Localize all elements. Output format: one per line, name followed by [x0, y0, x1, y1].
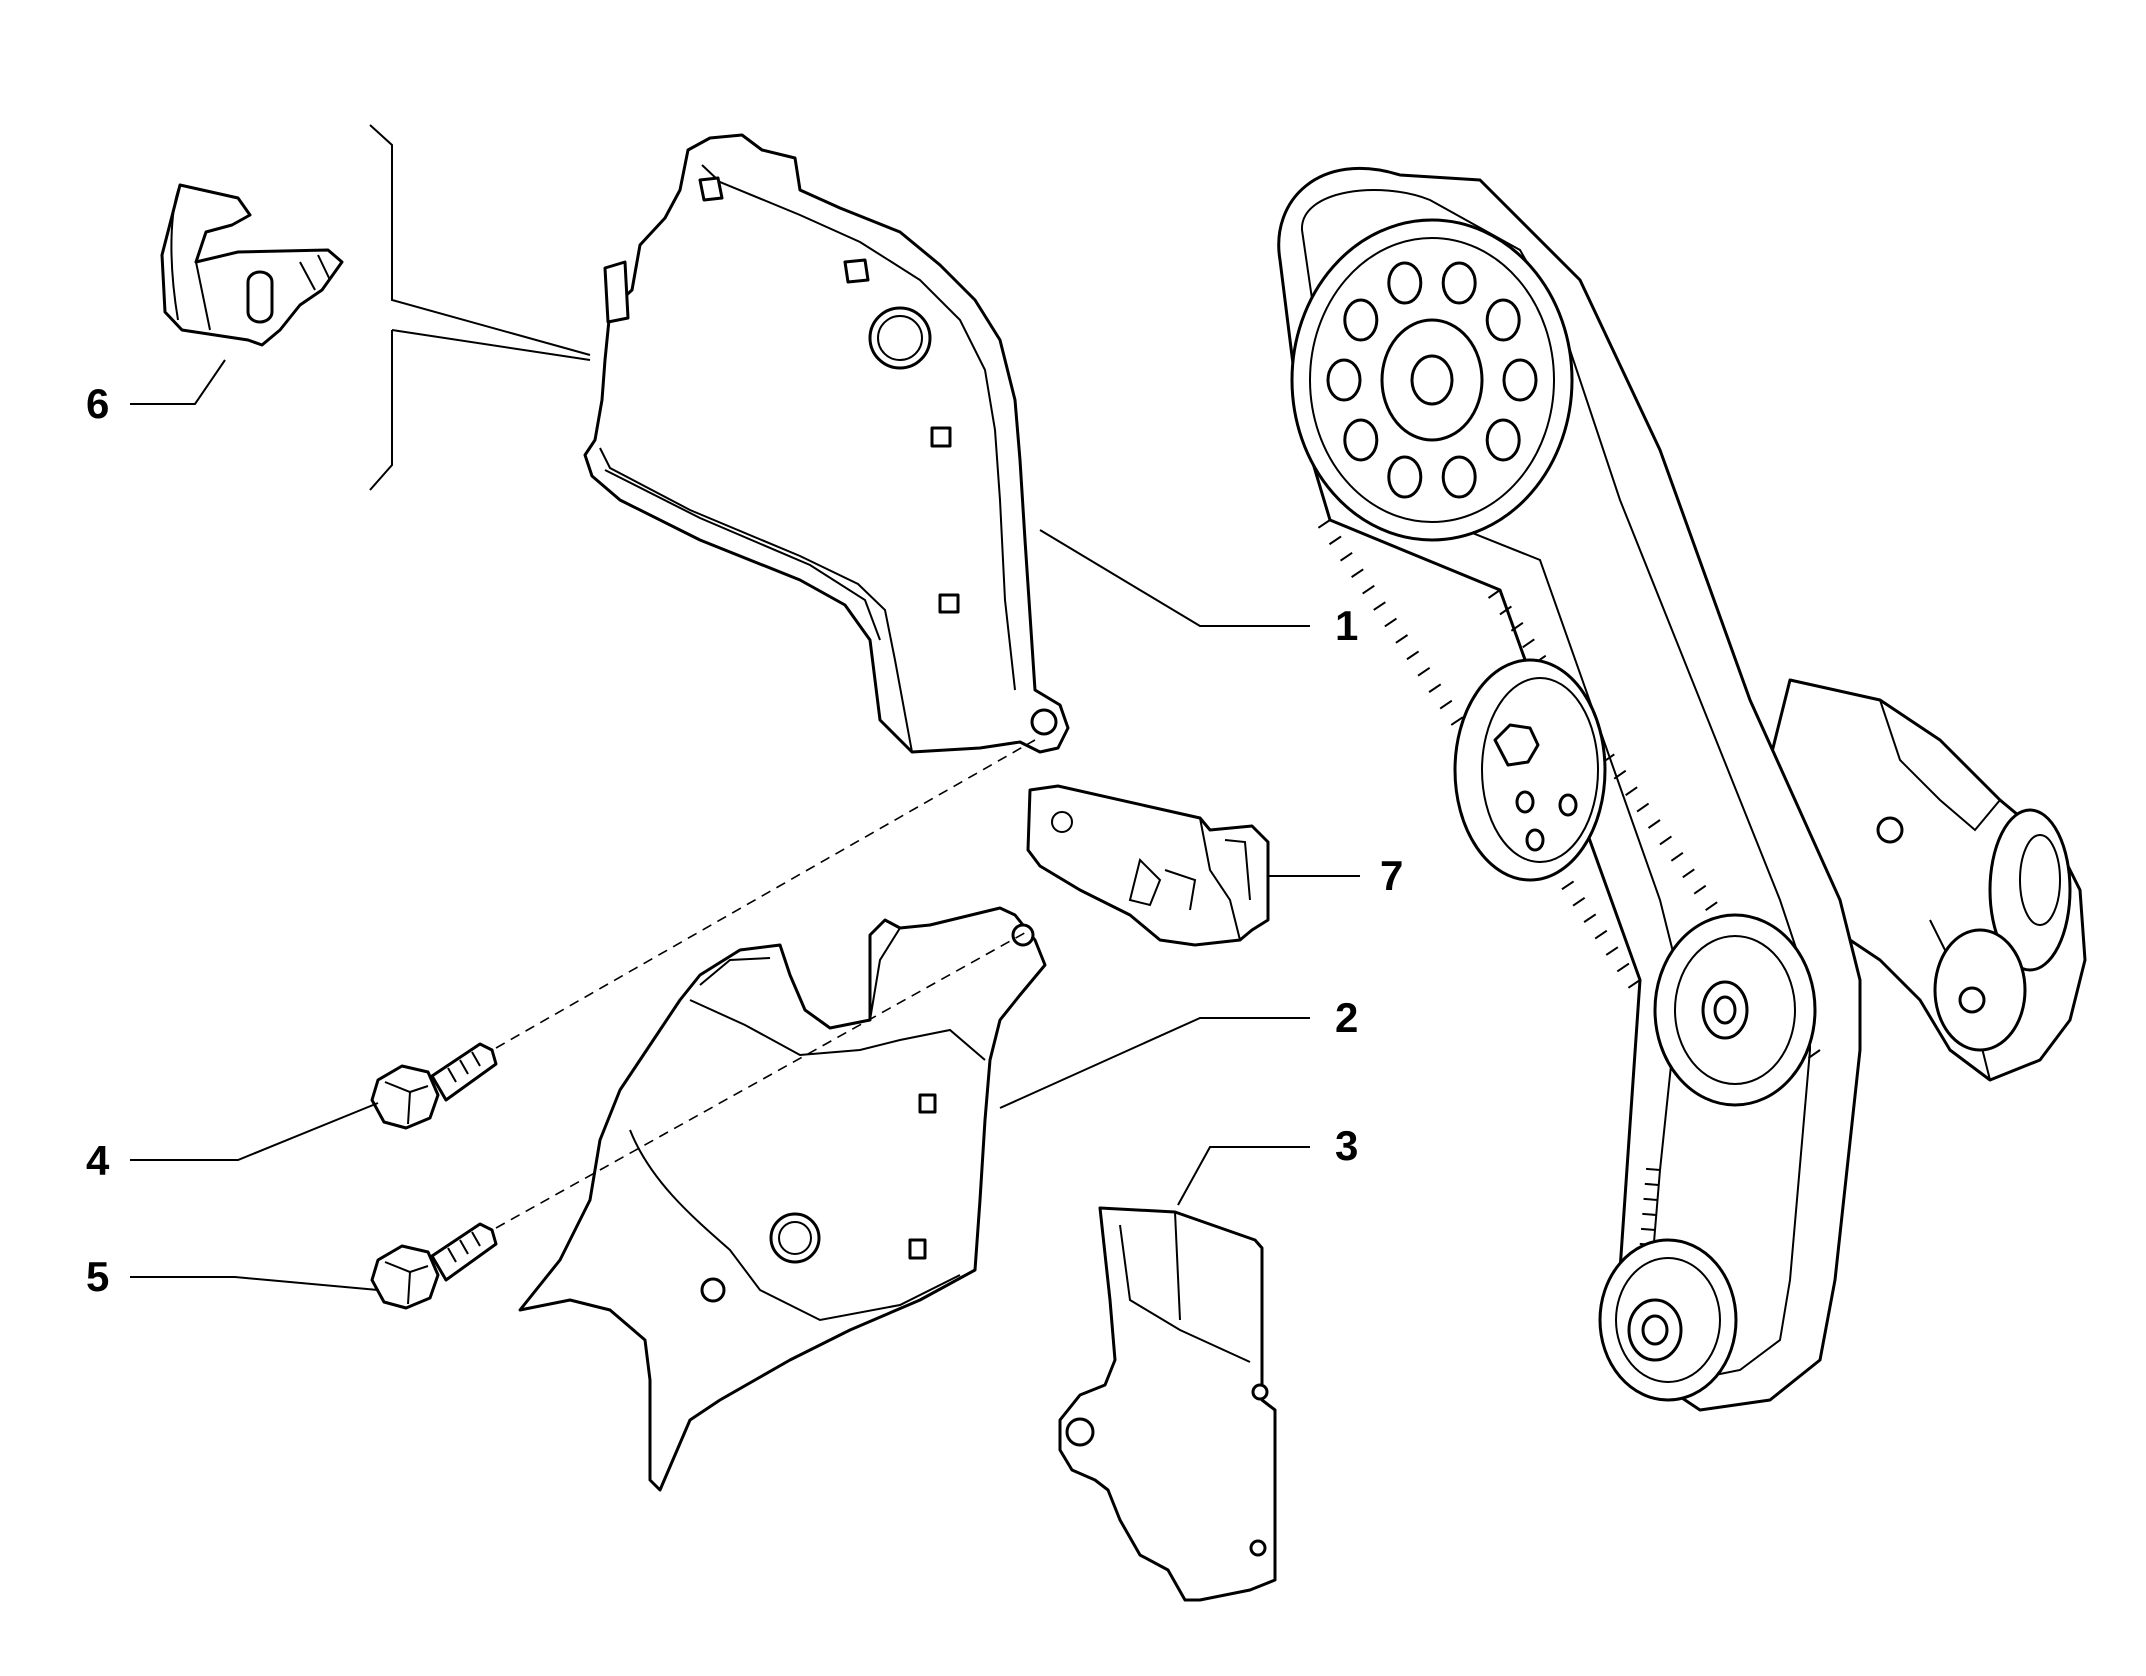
tensioner-pulley [1453, 658, 1607, 882]
pulley-hole [1387, 455, 1423, 499]
callout-6: 6 [86, 380, 109, 427]
belt-tooth [1645, 1167, 1661, 1171]
part-1-upper-cover [583, 133, 1070, 754]
belt-tooth [1605, 946, 1619, 956]
pulley-hole [1326, 358, 1362, 402]
belt-tooth [1640, 1227, 1656, 1231]
camshaft-pulley [1290, 218, 1574, 542]
belt-tooth [1670, 852, 1684, 862]
callout-7: 7 [1380, 852, 1403, 899]
belt-tooth [1450, 716, 1464, 726]
belt-tooth [1682, 868, 1695, 879]
pulley-hole [1387, 261, 1423, 305]
belt-tooth [1417, 667, 1431, 677]
pulley-hole [1441, 455, 1477, 499]
belt-tooth [1616, 962, 1630, 973]
belt-tooth [1572, 897, 1586, 907]
belt-tooth [1362, 584, 1375, 595]
part-4-bolt [370, 1042, 498, 1130]
belt-tooth [1522, 638, 1535, 649]
pulley-hole [1502, 358, 1538, 402]
belt-tooth [1642, 1212, 1657, 1216]
belt-tooth [1705, 901, 1718, 911]
timing-belt-assembly [1277, 166, 2087, 1412]
belt-tooth [1625, 786, 1638, 796]
pulley-hole [1343, 418, 1379, 462]
belt-tooth [1613, 769, 1627, 780]
alignment-lines [495, 739, 1036, 1229]
belt-tooth [1373, 601, 1386, 611]
belt-tooth [1428, 683, 1442, 693]
belt-tooth [1643, 1197, 1658, 1201]
belt-tooth [1647, 819, 1661, 829]
callout-1: 1 [1335, 602, 1358, 649]
belt-tooth [1487, 589, 1501, 599]
part-5-bolt [370, 1222, 498, 1310]
part-6-clip [160, 183, 344, 347]
pulley-holes [1326, 261, 1538, 499]
callout-2: 2 [1335, 994, 1358, 1041]
belt-tooth [1561, 880, 1575, 891]
part-3-plate [1058, 1206, 1277, 1602]
pulley-hole [1485, 418, 1521, 462]
belt-tooth [1693, 884, 1707, 895]
belt-tooth [1439, 699, 1453, 710]
belt-tooth [1644, 1182, 1659, 1186]
belt-tooth [1594, 929, 1608, 940]
part-7-bracket [1026, 784, 1270, 947]
callout-4: 4 [86, 1137, 110, 1184]
crankshaft-pulley [1598, 1238, 1738, 1402]
belt-tooth [1499, 605, 1512, 616]
belt-tooth [1627, 979, 1641, 989]
callout-5: 5 [86, 1253, 109, 1300]
belt-tooth [1406, 650, 1420, 661]
belt-tooth [1510, 622, 1524, 632]
belt-tooth [1395, 634, 1409, 644]
part-2-lower-cover [518, 906, 1047, 1492]
callout-3: 3 [1335, 1122, 1358, 1169]
belt-tooth [1384, 617, 1397, 628]
leader-lines [130, 359, 1360, 1291]
pulley-hole [1343, 298, 1379, 342]
belt-tooth [1659, 835, 1672, 846]
water-pump-pulley [1653, 913, 1817, 1107]
part-6-bracket [369, 124, 591, 491]
belt-tooth [1807, 1049, 1821, 1059]
belt-tooth [1583, 913, 1597, 923]
belt-tooth [1636, 802, 1650, 813]
belt-tooth [1328, 535, 1342, 546]
belt-tooth [1339, 552, 1353, 562]
pulley-hole [1441, 261, 1477, 305]
pulley-hole [1485, 298, 1521, 342]
belt-tooth [1351, 568, 1364, 578]
belt-tooth [1317, 519, 1331, 529]
